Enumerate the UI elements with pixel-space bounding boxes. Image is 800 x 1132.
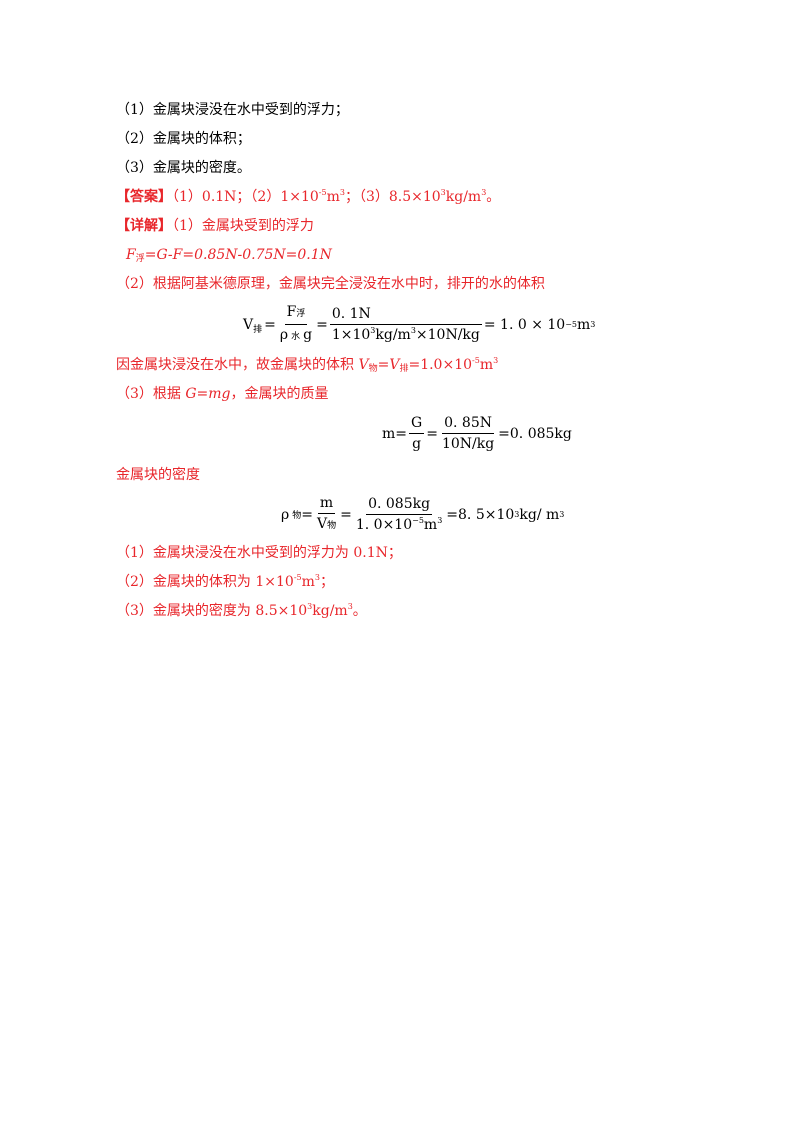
- conclusion-1: （1）金属块浸没在水中受到的浮力为 0.1N；: [116, 545, 402, 561]
- detail-step3: （3）根据 G=mg，金属块的质量: [116, 385, 329, 403]
- detail-step2: （2）根据阿基米德原理，金属块完全浸没在水中时，排开的水的体积: [116, 276, 545, 292]
- answer-part2: m: [326, 189, 340, 205]
- formula-mass: m= G g = 0. 85N 10N/kg =0. 085kg: [382, 414, 572, 453]
- f3-frac1: m V物: [315, 494, 338, 535]
- conclusion-3-a: （3）金属块的密度为 8.5×10: [116, 603, 308, 619]
- f1-frac2: 0. 1N 1×103kg/m3×10N/kg: [329, 305, 482, 344]
- answer-exp4: 3: [481, 188, 487, 197]
- f3-rho-sub: 物: [292, 511, 302, 521]
- f1-V-sub: 排: [253, 325, 263, 335]
- detail-tag: 【详解】: [116, 218, 172, 234]
- question-2: （2）金属块的体积；: [116, 131, 251, 147]
- volume-unit: m: [479, 357, 494, 373]
- answer-exp1: -5: [318, 188, 327, 197]
- buoyancy-F: F: [126, 247, 136, 263]
- answer-part1: （1）0.1N；（2）1×10: [172, 189, 319, 205]
- f3-frac2: 0. 085kg 1. 0×10−5m3: [354, 495, 444, 534]
- conclusion-2-a: （2）金属块的体积为 1×10: [116, 574, 294, 590]
- f3-eq: =: [301, 506, 313, 523]
- conclusion-3-unit: kg/m: [312, 603, 348, 619]
- f1-den2-b: kg/m: [375, 327, 411, 343]
- f2-result: =0. 085kg: [498, 425, 572, 442]
- conclusion-2-unit: m: [301, 574, 315, 590]
- volume-sub2: 排: [399, 364, 409, 374]
- f3-rho: ρ: [281, 506, 290, 523]
- answer-part4: kg/m: [445, 189, 482, 205]
- f3-den1-sub: 物: [327, 521, 337, 531]
- volume-sub1: 物: [368, 364, 378, 374]
- f1-den2-exp2: 3: [410, 326, 416, 335]
- answer-part3: ；（3）8.5×10: [344, 189, 441, 205]
- volume-V2: V: [389, 357, 400, 373]
- volume-exp: -5: [472, 356, 480, 365]
- f1-V: V: [243, 316, 254, 333]
- answer-part5: 。: [486, 189, 501, 205]
- f2-frac1: G g: [409, 414, 425, 453]
- f1-den1-g: g: [303, 327, 313, 343]
- volume-sentence: 因金属块浸没在水中，故金属块的体积 V物=V排=1.0×10-5m3: [116, 356, 498, 374]
- f3-den2-b: m: [423, 517, 438, 533]
- f1-eq: =: [264, 316, 276, 333]
- f3-eq2: =: [340, 506, 352, 523]
- f1-num1-F: F: [286, 304, 297, 320]
- density-label: 金属块的密度: [116, 467, 200, 483]
- step3-a: （3）根据: [116, 386, 186, 402]
- f1-num1-sub: 浮: [296, 309, 306, 319]
- f1-result: = 1. 0 × 10: [483, 316, 566, 333]
- buoyancy-rest: =G-F=0.85N-0.75N=0.1N: [144, 247, 332, 263]
- f3-den1: V: [316, 516, 328, 532]
- question-3: （3）金属块的密度。: [116, 160, 251, 176]
- answer-tag: 【答案】: [116, 189, 172, 205]
- step3-c: ，金属块的质量: [230, 386, 329, 402]
- answer-exp3: 3: [440, 188, 446, 197]
- f1-num2: 0. 1N: [329, 305, 482, 325]
- answer-exp2: 3: [339, 188, 345, 197]
- volume-sentence-text: 因金属块浸没在水中，故金属块的体积: [116, 357, 359, 373]
- volume-V1: V: [358, 357, 369, 373]
- detail-step1: （1）金属块受到的浮力: [172, 218, 314, 234]
- conclusion-3: （3）金属块的密度为 8.5×103kg/m3。: [116, 602, 367, 620]
- f3-den2-exp: −5: [412, 516, 424, 525]
- f2-m: m=: [382, 425, 408, 442]
- conclusion-2-end: ；: [319, 574, 334, 590]
- f3-den2-a: 1. 0×10: [355, 517, 413, 533]
- f1-eq2: =: [316, 316, 328, 333]
- f1-den2-c: ×10N/kg: [415, 327, 480, 343]
- f1-result-unit: m: [577, 316, 591, 333]
- detail-line-1: 【详解】（1）金属块受到的浮力: [116, 217, 314, 235]
- answer-line: 【答案】（1）0.1N；（2）1×10-5m3；（3）8.5×103kg/m3。: [116, 188, 500, 206]
- f3-result-b: kg/ m: [519, 506, 560, 523]
- conclusion-2-exp: -5: [293, 573, 302, 582]
- f3-den2-exp2: 3: [437, 516, 443, 525]
- f2-frac2: 0. 85N 10N/kg: [440, 414, 496, 453]
- volume-eq: =: [377, 357, 390, 373]
- buoyancy-sub: 浮: [135, 254, 145, 264]
- f2-num2: 0. 85N: [442, 414, 494, 434]
- f3-num1: m: [317, 494, 336, 514]
- conclusion-3-unit-exp: 3: [347, 602, 353, 611]
- conclusion-2-unit-exp: 3: [314, 573, 320, 582]
- buoyancy-equation: F浮=G-F=0.85N-0.75N=0.1N: [126, 246, 332, 264]
- f3-num2: 0. 085kg: [366, 495, 433, 515]
- conclusion-2: （2）金属块的体积为 1×10-5m3；: [116, 573, 334, 591]
- f1-den1-rho: ρ: [279, 327, 289, 343]
- f3-result-a: =8. 5×10: [446, 506, 515, 523]
- f2-den2: 10N/kg: [441, 436, 495, 452]
- f1-den2-exp: 3: [370, 326, 376, 335]
- conclusion-3-exp: 3: [307, 602, 313, 611]
- step3-b: G=mg: [185, 386, 231, 402]
- f2-eq: =: [426, 425, 438, 442]
- f1-den2-a: 1×10: [331, 327, 371, 343]
- volume-value: =1.0×10: [408, 357, 473, 373]
- f1-den1-sub: 水: [291, 332, 301, 342]
- question-1: （1）金属块浸没在水中受到的浮力；: [116, 102, 349, 118]
- volume-unit-exp: 3: [493, 356, 499, 365]
- f2-num1: G: [409, 414, 425, 434]
- f2-den1: g: [412, 436, 422, 452]
- conclusion-3-end: 。: [352, 603, 367, 619]
